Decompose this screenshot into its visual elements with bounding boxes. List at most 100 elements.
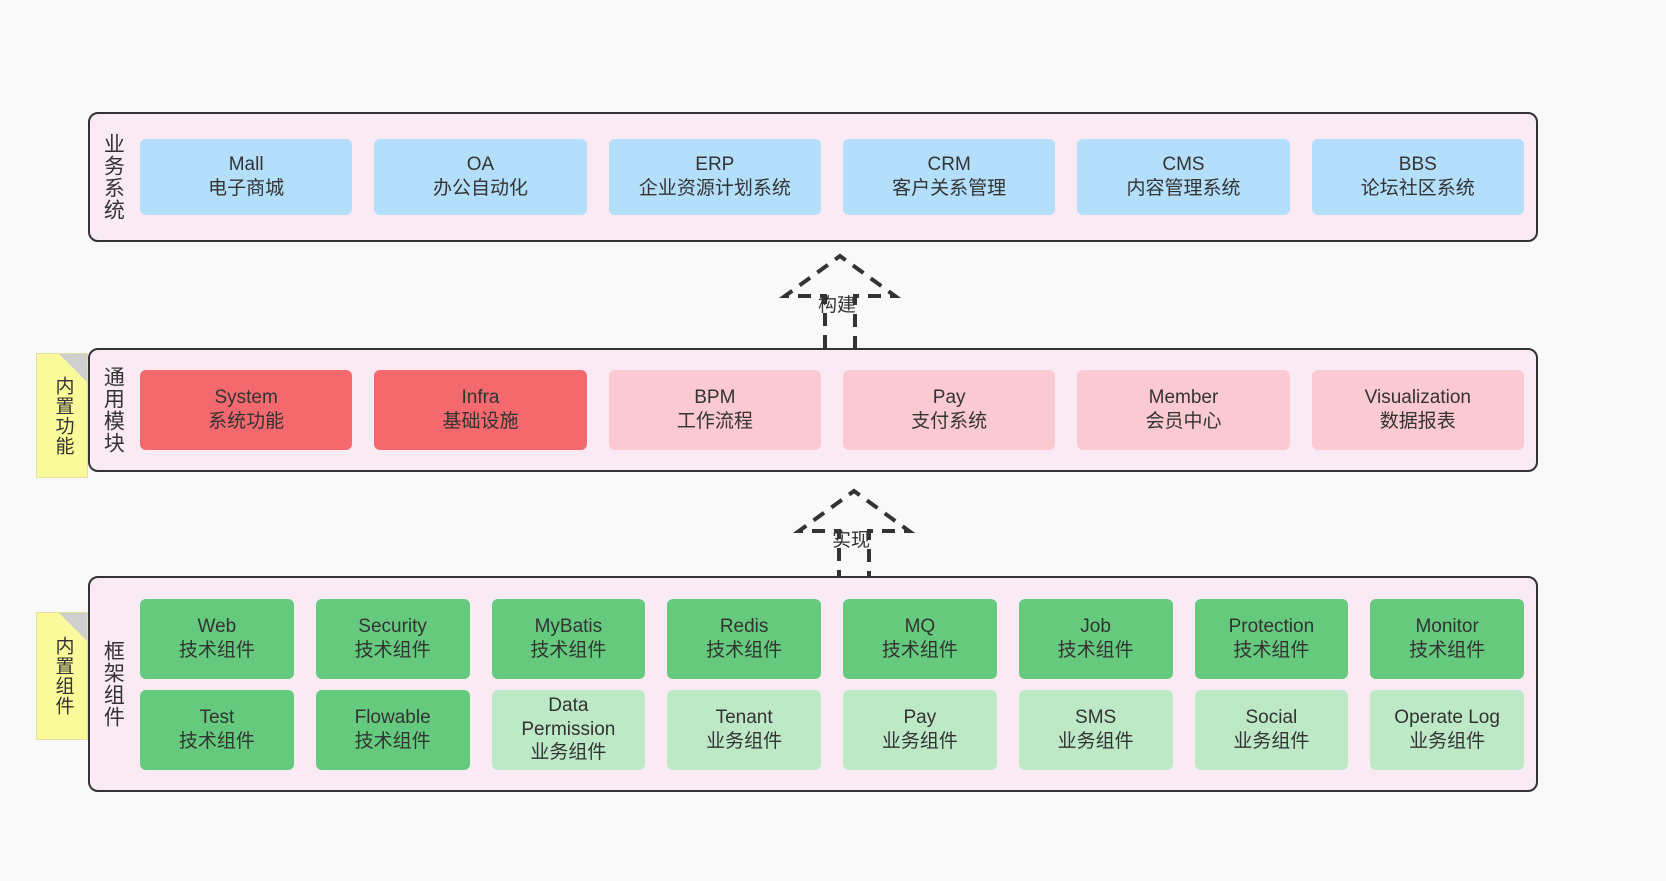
card-subtitle: 技术组件 xyxy=(1057,639,1134,661)
card-subtitle: 内容管理系统 xyxy=(1126,178,1241,199)
card-subtitle: 技术组件 xyxy=(530,639,607,661)
card-mq[interactable]: MQ 技术组件 xyxy=(843,598,997,679)
dashed-hollow-arrow-up-icon xyxy=(792,488,916,583)
card-title: Tenant xyxy=(715,706,773,728)
card-subtitle: 企业资源计划系统 xyxy=(638,178,791,199)
sticky-note-label: 内置功能 xyxy=(52,375,74,456)
card-subtitle: 电子商城 xyxy=(208,178,285,199)
card-subtitle: 技术组件 xyxy=(178,730,255,752)
card-title: Social xyxy=(1245,706,1298,728)
card-subtitle: 数据报表 xyxy=(1379,411,1456,432)
card-subtitle: 基础设施 xyxy=(442,411,519,432)
card-title: ERP xyxy=(695,154,735,176)
card-title: System xyxy=(214,387,278,409)
sticky-note-builtin-components: 内置组件 xyxy=(36,612,88,740)
card-title: Redis xyxy=(719,615,769,637)
card-title: BPM xyxy=(694,387,736,409)
card-title: MyBatis xyxy=(534,615,603,637)
card-subtitle: 技术组件 xyxy=(354,639,431,661)
card-subtitle: 业务组件 xyxy=(881,730,958,752)
layer-body-modules: System 系统功能 Infra 基础设施 BPM 工作流程 Pay 支付系统… xyxy=(134,350,1524,470)
card-title: Flowable xyxy=(354,706,431,728)
layer-body-framework: Web 技术组件 Security 技术组件 MyBatis 技术组件 Redi… xyxy=(134,578,1524,790)
card-bbs[interactable]: BBS 论坛社区系统 xyxy=(1311,139,1524,215)
card-social[interactable]: Social 业务组件 xyxy=(1194,689,1349,770)
card-title: Infra xyxy=(461,387,500,409)
arrow-build: 构建 xyxy=(740,252,940,348)
card-title: CMS xyxy=(1162,154,1205,176)
card-job[interactable]: Job 技术组件 xyxy=(1018,598,1173,679)
card-mybatis[interactable]: MyBatis 技术组件 xyxy=(491,598,646,679)
card-subtitle: 业务组件 xyxy=(1409,730,1486,752)
card-protection[interactable]: Protection 技术组件 xyxy=(1194,598,1349,679)
card-title: SMS xyxy=(1075,706,1117,728)
card-title: Operate Log xyxy=(1394,706,1500,728)
card-title: Data xyxy=(548,694,589,716)
card-title: BBS xyxy=(1398,154,1437,176)
card-sms[interactable]: SMS 业务组件 xyxy=(1018,689,1173,770)
card-title: Protection xyxy=(1228,615,1315,637)
card-subtitle: 工作流程 xyxy=(676,411,753,432)
card-subtitle: 业务组件 xyxy=(1233,730,1310,752)
card-subtitle: 客户关系管理 xyxy=(892,178,1007,199)
card-title: MQ xyxy=(904,615,936,637)
sticky-note-builtin-functions: 内置功能 xyxy=(36,353,88,478)
sticky-note-label: 内置组件 xyxy=(52,636,74,716)
card-subtitle: 技术组件 xyxy=(881,639,958,661)
card-title: OA xyxy=(466,154,495,176)
card-monitor[interactable]: Monitor 技术组件 xyxy=(1370,598,1524,679)
layer-common-modules: 通用模块 System 系统功能 Infra 基础设施 BPM 工作流程 Pay xyxy=(88,348,1538,472)
card-web[interactable]: Web 技术组件 xyxy=(140,598,294,679)
dashed-hollow-arrow-up-icon xyxy=(778,253,902,348)
framework-row-tech: Web 技术组件 Security 技术组件 MyBatis 技术组件 Redi… xyxy=(140,598,1524,679)
card-title: Visualization xyxy=(1364,387,1471,409)
card-data-permission[interactable]: Data Permission 业务组件 xyxy=(491,689,646,770)
card-crm[interactable]: CRM 客户关系管理 xyxy=(842,139,1056,215)
card-mall[interactable]: Mall 电子商城 xyxy=(140,139,353,215)
card-cms[interactable]: CMS 内容管理系统 xyxy=(1077,139,1290,215)
card-tenant[interactable]: Tenant 业务组件 xyxy=(667,689,821,770)
card-subtitle: 支付系统 xyxy=(911,411,988,432)
framework-row-biz: Test 技术组件 Flowable 技术组件 Data Permission … xyxy=(140,689,1524,770)
card-title: Web xyxy=(197,615,237,637)
card-title: Mall xyxy=(228,154,264,176)
card-title: Member xyxy=(1148,387,1219,409)
card-bpm[interactable]: BPM 工作流程 xyxy=(608,370,821,450)
card-title: Security xyxy=(358,615,427,637)
card-title-line2: Permission xyxy=(521,718,616,740)
layer-title-business: 业务系统 xyxy=(101,133,125,221)
card-security[interactable]: Security 技术组件 xyxy=(315,598,470,679)
card-subtitle: 技术组件 xyxy=(1409,639,1486,661)
layer-title-modules: 通用模块 xyxy=(101,366,125,454)
card-operate-log[interactable]: Operate Log 业务组件 xyxy=(1370,689,1524,770)
card-subtitle: 会员中心 xyxy=(1145,411,1222,432)
card-pay-component[interactable]: Pay 业务组件 xyxy=(843,689,997,770)
card-subtitle: 技术组件 xyxy=(354,730,431,752)
card-subtitle: 办公自动化 xyxy=(432,178,528,199)
card-redis[interactable]: Redis 技术组件 xyxy=(667,598,821,679)
card-test[interactable]: Test 技术组件 xyxy=(140,689,294,770)
card-oa[interactable]: OA 办公自动化 xyxy=(374,139,587,215)
card-title: Job xyxy=(1080,615,1111,637)
layer-body-business: Mall 电子商城 OA 办公自动化 ERP 企业资源计划系统 CRM 客户关系… xyxy=(134,114,1524,240)
card-title: Pay xyxy=(903,706,937,728)
card-flowable[interactable]: Flowable 技术组件 xyxy=(315,689,470,770)
business-row: Mall 电子商城 OA 办公自动化 ERP 企业资源计划系统 CRM 客户关系… xyxy=(140,139,1524,215)
layer-framework-components: 框架组件 Web 技术组件 Security 技术组件 MyBatis 技术组件… xyxy=(88,576,1538,792)
card-title: Monitor xyxy=(1415,615,1479,637)
layer-business-systems: 业务系统 Mall 电子商城 OA 办公自动化 ERP 企业资源计划系统 CRM xyxy=(88,112,1538,242)
card-pay-module[interactable]: Pay 支付系统 xyxy=(842,370,1056,450)
card-subtitle: 业务组件 xyxy=(1057,730,1134,752)
card-infra[interactable]: Infra 基础设施 xyxy=(374,370,587,450)
card-visualization[interactable]: Visualization 数据报表 xyxy=(1311,370,1524,450)
card-member[interactable]: Member 会员中心 xyxy=(1077,370,1290,450)
arrow-build-label: 构建 xyxy=(818,295,857,316)
card-subtitle: 技术组件 xyxy=(1233,639,1310,661)
card-subtitle: 技术组件 xyxy=(706,639,783,661)
card-erp[interactable]: ERP 企业资源计划系统 xyxy=(608,139,821,215)
card-system[interactable]: System 系统功能 xyxy=(140,370,353,450)
modules-row: System 系统功能 Infra 基础设施 BPM 工作流程 Pay 支付系统… xyxy=(140,370,1524,450)
card-subtitle: 系统功能 xyxy=(208,411,285,432)
card-subtitle: 业务组件 xyxy=(706,730,783,752)
